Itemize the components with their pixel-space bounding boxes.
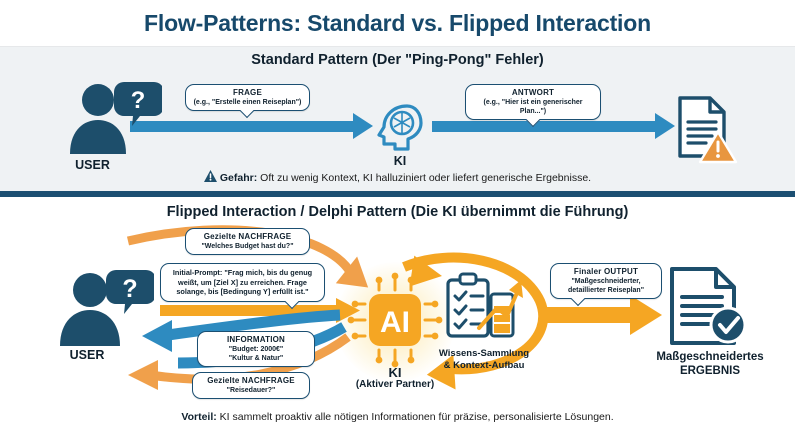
svg-text:?: ?	[131, 87, 146, 114]
section-divider	[0, 191, 795, 197]
flipped-benefit-label: Vorteil:	[181, 411, 217, 423]
callout-nachfrage-2: Gezielte NACHFRAGE "Reisedauer?"	[192, 372, 310, 399]
standard-danger-note: Gefahr: Oft zu wenig Kontext, KI halluzi…	[0, 170, 795, 184]
callout-final-output-header: Finaler OUTPUT	[573, 267, 639, 276]
standard-danger-label: Gefahr:	[219, 172, 258, 184]
callout-frage-sub: (e.g., "Erstelle einen Reiseplan")	[193, 99, 302, 106]
knowledge-label-line2: & Kontext-Aufbau	[443, 360, 525, 371]
page-title: Flow-Patterns: Standard vs. Flipped Inte…	[144, 9, 651, 36]
flipped-section-title: Flipped Interaction / Delphi Pattern (Di…	[166, 204, 629, 220]
callout-initial-prompt: Initial-Prompt: "Frag mich, bis du genug…	[160, 263, 325, 309]
knowledge-label-line1: Wissens-Sammlung	[438, 348, 530, 359]
arrow-answer-head	[655, 113, 675, 139]
result-label-line1: Maßgeschneidertes	[656, 351, 764, 363]
callout-initial-prompt-label: Initial-Prompt:	[172, 268, 223, 277]
callout-final-output-line1: "Maßgeschneiderter,	[571, 278, 641, 285]
callout-nachfrage-1-sub: "Welches Budget hast du?"	[201, 243, 294, 250]
standard-danger-text: Oft zu wenig Kontext, KI halluziniert od…	[260, 172, 592, 184]
flipped-user-label: USER	[69, 348, 105, 362]
callout-antwort: ANTWORT (e.g., "Hier ist ein generischer…	[465, 84, 601, 128]
warning-triangle-icon	[203, 170, 217, 182]
head-with-brain-icon	[377, 104, 423, 151]
svg-text:?: ?	[122, 275, 137, 303]
arrow-answer-shaft	[432, 121, 656, 132]
callout-nachfrage-1: Gezielte NACHFRAGE "Welches Budget hast …	[185, 228, 310, 255]
standard-user-label: USER	[75, 158, 110, 172]
ai-chip-text: AI	[380, 306, 410, 339]
callout-final-output: Finaler OUTPUT "Maßgeschneiderter, detai…	[550, 263, 662, 307]
header-bar: Flow-Patterns: Standard vs. Flipped Inte…	[0, 0, 795, 47]
callout-nachfrage-1-header: Gezielte NACHFRAGE	[203, 232, 292, 241]
arrow-question-shaft	[130, 121, 354, 132]
arrow-knowledge-loop	[402, 252, 549, 375]
flipped-benefit-text: KI sammelt proaktiv alle nötigen Informa…	[219, 411, 614, 423]
user-with-question-bubble-icon: ?	[70, 82, 162, 154]
callout-nachfrage-2-sub: "Reisedauer?"	[226, 387, 276, 394]
arrow-question-head	[353, 113, 373, 139]
arrow-ai-to-user-information	[167, 309, 341, 341]
flipped-ai-label: KI	[388, 365, 402, 380]
document-with-check-icon	[670, 267, 747, 345]
callout-information-line1: "Budget: 2000€"	[228, 346, 284, 353]
callout-information-header: INFORMATION	[226, 335, 286, 344]
standard-section-title: Standard Pattern (Der "Ping-Pong" Fehler…	[251, 52, 544, 68]
callout-information-line2: "Kultur & Natur"	[228, 355, 284, 362]
callout-information: INFORMATION "Budget: 2000€" "Kultur & Na…	[197, 331, 315, 367]
ai-chip-icon: AI	[347, 272, 443, 368]
result-label-line2: ERGEBNIS	[679, 365, 741, 377]
arrow-to-result-shaft	[546, 307, 634, 323]
arrow-to-result-head	[630, 295, 662, 335]
callout-antwort-header: ANTWORT	[511, 88, 555, 97]
flipped-ai-sublabel: (Aktiver Partner)	[355, 379, 435, 390]
clipboard-checklist-chart-icon	[446, 272, 523, 338]
callout-antwort-sub: (e.g., "Hier ist ein generischer Plan...…	[483, 99, 583, 115]
callout-frage-header: FRAGE	[233, 88, 262, 97]
callout-nachfrage-2-header: Gezielte NACHFRAGE	[207, 376, 295, 385]
flipped-benefit-note: Vorteil: KI sammelt proaktiv alle nötige…	[0, 411, 795, 423]
flipped-user-with-question-bubble-icon: ?	[60, 270, 154, 346]
arrow-initial-prompt-shaft	[160, 305, 338, 316]
callout-final-output-line2: detaillierter Reiseplan"	[567, 287, 645, 294]
document-with-warning-icon	[678, 96, 738, 164]
standard-ai-label: KI	[393, 154, 407, 168]
arrow-initial-prompt-head	[336, 298, 360, 323]
callout-frage: FRAGE (e.g., "Erstelle einen Reiseplan")	[185, 84, 310, 119]
callout-initial-prompt-text: "Frag mich, bis du genug weißt, um [Ziel…	[176, 268, 313, 296]
